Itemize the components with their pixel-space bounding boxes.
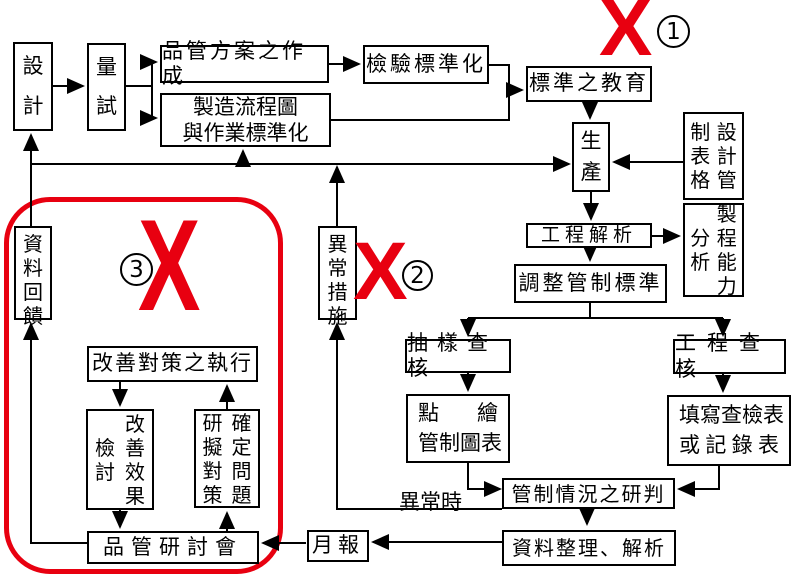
abnormal-when-label: 異常時 xyxy=(399,490,462,514)
process-capability-box: 製程能力 分析 xyxy=(683,202,744,298)
plot-control-charts-box: 點繪 管制圖表 xyxy=(406,394,510,463)
design-control-forms-col-left: 制表格 xyxy=(690,120,711,192)
plot-control-charts-line1: 點繪 xyxy=(418,400,498,425)
review-effect-col-right: 改善效果 xyxy=(125,411,145,508)
qc-plan-box: 品管方案之作成 xyxy=(160,39,329,88)
control-status-judgment-box: 管制情況之研判 xyxy=(502,478,675,509)
mfg-flowchart-line2: 與作業標準化 xyxy=(182,121,309,145)
circle-number-3: 3 xyxy=(120,253,153,286)
sampling-check-box: 抽樣查核 xyxy=(405,331,511,380)
improvement-execution-box: 改善對策之執行 xyxy=(87,346,258,382)
mfg-flowchart-box: 製造流程圖 與作業標準化 xyxy=(160,93,331,147)
design-control-forms-box: 設計管 制表格 xyxy=(683,112,744,200)
review-improvement-effect-box: 改善效果 檢討 xyxy=(86,409,154,510)
review-effect-col-left: 檢討 xyxy=(95,435,115,484)
mfg-flowchart-line1: 製造流程圖 xyxy=(193,95,298,119)
plot-control-charts-line2: 管制圖表 xyxy=(418,430,502,455)
fill-check-record-forms-line2: 或記錄表 xyxy=(679,433,779,458)
design-box: 設計 xyxy=(13,42,53,131)
define-problem-col-left: 研擬對策 xyxy=(202,410,223,507)
red-highlight-rect xyxy=(4,197,283,574)
circle-number-1: 1 xyxy=(657,15,690,48)
monthly-report-box: 月報 xyxy=(307,530,369,562)
define-problem-devise-countermeasures-box: 確定問題 研擬對策 xyxy=(194,409,260,508)
trial-run-box: 量試 xyxy=(87,43,126,131)
circle-number-2: 2 xyxy=(402,260,433,291)
process-analysis-box: 工程解析 xyxy=(526,223,652,248)
adjust-control-standard-box: 調整管制標準 xyxy=(514,264,667,303)
data-organize-analyze-box: 資料整理、解析 xyxy=(502,530,676,566)
fill-check-record-forms-box: 填寫查檢表 或記錄表 xyxy=(667,395,791,466)
abnormal-measures-box: 異常措施 xyxy=(318,226,357,328)
define-problem-col-right: 確定問題 xyxy=(231,410,252,507)
process-capability-col-right: 製程能力 xyxy=(716,202,737,298)
production-box: 生產 xyxy=(572,122,610,192)
standards-education-box: 標準之教育 xyxy=(526,66,652,102)
red-x-mark-1: X xyxy=(599,0,653,72)
data-feedback-box: 資料回饋 xyxy=(14,226,52,328)
design-control-forms-col-right: 設計管 xyxy=(716,120,737,192)
process-check-box: 工程查核 xyxy=(673,331,786,381)
process-capability-col-left: 分析 xyxy=(690,226,711,274)
fill-check-record-forms-line1: 填寫查檢表 xyxy=(679,402,784,427)
red-x-mark-2: X xyxy=(353,226,408,317)
inspection-standardization-box: 檢驗標準化 xyxy=(363,45,489,84)
qc-review-meeting-box: 品管研討會 xyxy=(87,531,259,564)
